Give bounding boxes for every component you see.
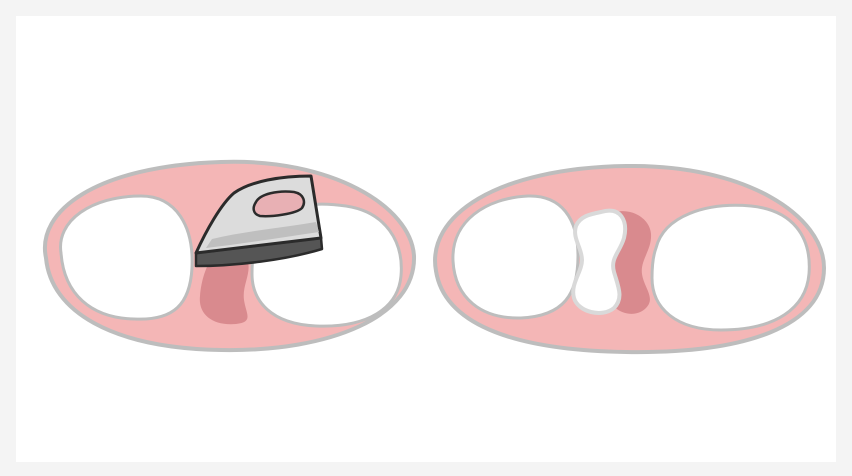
right-hole-left [453, 196, 578, 318]
left-ring-group [45, 162, 414, 350]
illustration-panel [16, 16, 836, 462]
illustration-canvas [16, 16, 836, 462]
right-hole-right [652, 205, 809, 330]
right-ring-group [435, 166, 824, 352]
left-hole-left [61, 196, 193, 319]
